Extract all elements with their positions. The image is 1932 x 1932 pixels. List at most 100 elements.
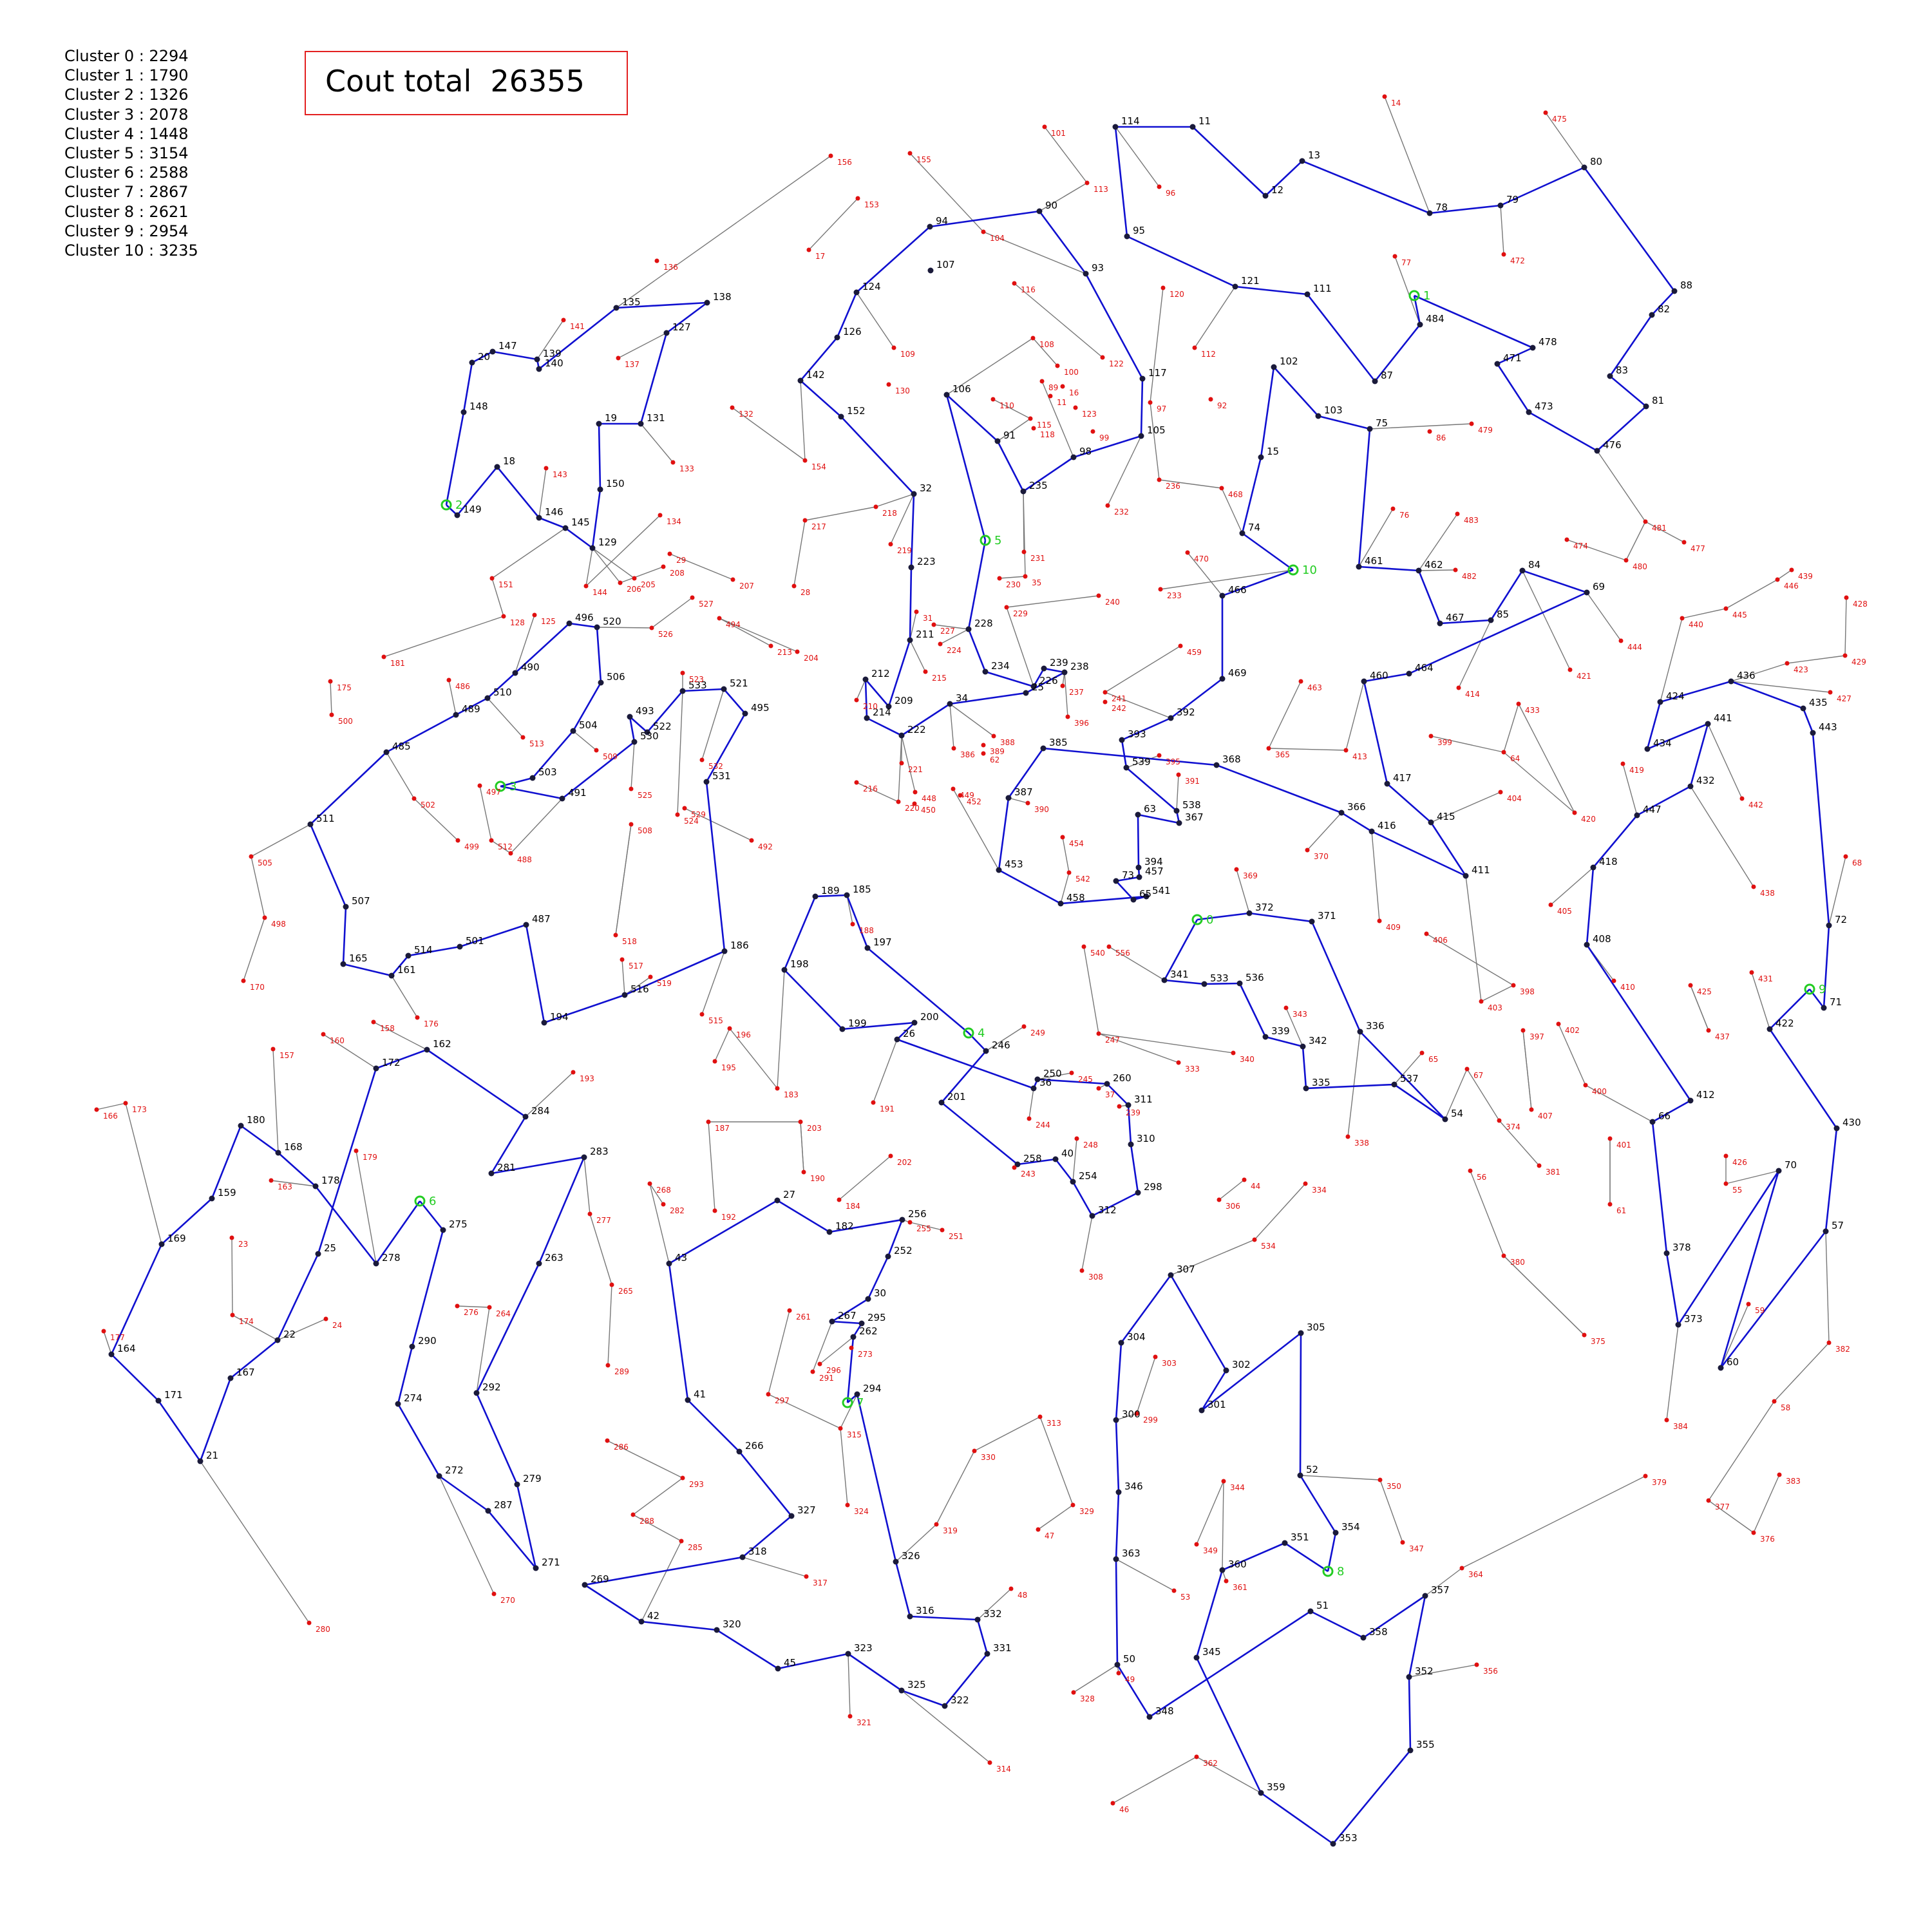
outlier-link — [804, 506, 876, 521]
tour-node — [1821, 1005, 1827, 1011]
outlier-node-label: 229 — [1013, 609, 1028, 618]
tour-node-label: 80 — [1590, 156, 1602, 167]
outlier-node-label: 431 — [1758, 974, 1773, 983]
cluster-center-label: 1 — [1423, 289, 1430, 303]
tour-node — [775, 1665, 781, 1672]
tour-node — [1113, 1556, 1119, 1562]
tour-node-label: 94 — [936, 215, 948, 227]
tour-node-label: 353 — [1339, 1832, 1358, 1844]
outlier-link — [515, 614, 535, 674]
tour-node-label: 152 — [847, 405, 866, 417]
outlier-link — [701, 951, 725, 1015]
outlier-node-label: 31 — [923, 614, 933, 623]
outlier-node-label: 133 — [679, 464, 694, 473]
outlier-node — [1842, 653, 1848, 658]
outlier-link — [251, 856, 265, 918]
tour-node-label: 12 — [1271, 184, 1283, 196]
tour-node-label: 222 — [907, 724, 926, 735]
outlier-link — [1666, 1324, 1679, 1421]
outlier-node-label: 403 — [1488, 1003, 1502, 1012]
outlier-link — [1115, 126, 1160, 187]
outlier-node — [329, 712, 334, 717]
outlier-node — [1110, 1801, 1115, 1806]
outlier-node-label: 156 — [837, 158, 852, 167]
outlier-link — [583, 1157, 591, 1215]
outlier-link — [1499, 1120, 1540, 1166]
outlier-node — [1378, 1477, 1383, 1482]
tour-node — [862, 676, 869, 683]
tour-node-label: 522 — [653, 721, 672, 732]
tour-node — [1368, 828, 1375, 835]
tour-node — [473, 1390, 480, 1396]
legend-row: Cluster 2 : 1326 — [64, 86, 189, 104]
tour-node-label: 461 — [1365, 555, 1383, 567]
outlier-node — [899, 761, 904, 766]
outlier-node — [1065, 714, 1070, 719]
total-cost-box: Cout total 26355 — [305, 51, 628, 115]
outlier-link — [649, 1183, 664, 1205]
outlier-node — [489, 576, 495, 581]
tour-node-label: 91 — [1003, 430, 1016, 441]
tour-node — [1372, 378, 1378, 384]
outlier-node-label: 534 — [1261, 1242, 1276, 1251]
tour-node-label: 359 — [1267, 1781, 1285, 1793]
outlier-node-label: 158 — [380, 1024, 395, 1033]
tour-node — [488, 1170, 495, 1177]
cluster-tour-6 — [110, 1048, 585, 1569]
outlier-node — [94, 1107, 99, 1112]
outlier-node-label: 428 — [1853, 600, 1868, 609]
outlier-node-label: 192 — [721, 1213, 736, 1222]
outlier-link — [616, 155, 831, 308]
tour-node-label: 25 — [324, 1242, 336, 1254]
outlier-node-label: 439 — [1798, 572, 1813, 581]
tour-node-label: 311 — [1134, 1094, 1153, 1105]
tour-node — [679, 688, 686, 694]
tour-node-label: 412 — [1696, 1089, 1715, 1101]
tour-node — [197, 1458, 204, 1464]
outlier-node — [1116, 1671, 1121, 1676]
outlier-link — [1720, 1303, 1749, 1368]
tour-node-label: 304 — [1127, 1331, 1146, 1343]
tour-node-label: 354 — [1341, 1521, 1360, 1533]
tour-node — [1236, 980, 1243, 987]
outlier-link — [1708, 1500, 1754, 1533]
tour-node — [1061, 669, 1068, 676]
outlier-node-label: 474 — [1573, 542, 1588, 551]
tour-node-label: 501 — [466, 935, 484, 947]
outlier-link — [1044, 126, 1088, 184]
tour-node — [1070, 454, 1077, 460]
outlier-link — [1384, 96, 1430, 214]
tour-node-label: 331 — [993, 1642, 1012, 1654]
tour-node-label: 436 — [1737, 670, 1756, 681]
tour-node-label: 93 — [1092, 262, 1104, 274]
outlier-link — [383, 616, 504, 658]
outlier-node-label: 177 — [110, 1333, 125, 1342]
tour-node-label: 267 — [838, 1310, 857, 1321]
outlier-node-label: 299 — [1143, 1416, 1158, 1425]
outlier-link — [439, 1475, 495, 1595]
outlier-node-label: 244 — [1036, 1121, 1050, 1130]
outlier-link — [1221, 488, 1243, 534]
tour-node — [484, 695, 491, 701]
outlier-link — [1300, 1475, 1381, 1481]
outlier-node — [1620, 761, 1625, 766]
outlier-node — [1071, 1690, 1076, 1695]
outlier-node — [1096, 593, 1101, 598]
outlier-link — [632, 1514, 682, 1542]
outlier-link — [768, 1310, 790, 1395]
tour-node — [1776, 1168, 1782, 1174]
outlier-node-label: 110 — [999, 401, 1014, 410]
outlier-node — [940, 1227, 945, 1233]
outlier-node — [571, 1070, 576, 1075]
outlier-node-label: 523 — [689, 675, 704, 684]
outlier-node-label: 280 — [316, 1625, 330, 1634]
outlier-node-label: 249 — [1030, 1028, 1045, 1037]
outlier-node-label: 395 — [1166, 757, 1180, 766]
tour-node-label: 493 — [636, 705, 654, 717]
tour-node-label: 201 — [947, 1091, 966, 1103]
tour-node — [1173, 808, 1180, 814]
tour-node-label: 460 — [1370, 670, 1388, 681]
tour-node-label: 341 — [1170, 969, 1189, 980]
legend-row: Cluster 0 : 2294 — [64, 47, 189, 65]
outlier-link — [1461, 1475, 1646, 1569]
